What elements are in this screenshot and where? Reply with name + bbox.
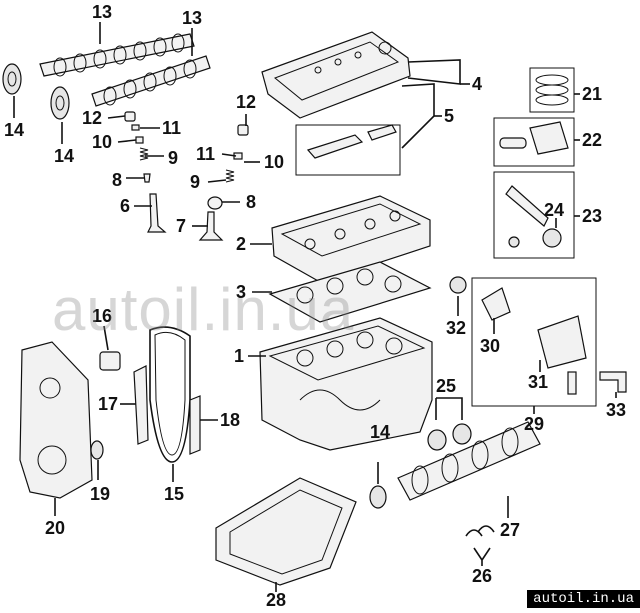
callout-13-left: 13 <box>92 2 112 22</box>
chain-guide-18 <box>189 395 201 455</box>
watermark-text: autoil.in.ua <box>52 276 354 343</box>
callout-17: 17 <box>98 394 118 414</box>
callout-32: 32 <box>446 318 466 338</box>
callout-29: 29 <box>524 414 544 434</box>
callout-8-right: 8 <box>246 192 256 212</box>
callout-3: 3 <box>236 282 246 302</box>
head-gasket <box>268 261 432 323</box>
cam-sprocket-1 <box>2 63 22 95</box>
piston <box>493 117 575 167</box>
callout-2: 2 <box>236 234 246 254</box>
callout-14-left: 14 <box>4 120 24 140</box>
connecting-rod <box>493 171 575 259</box>
footer-site-label: autoil.in.ua <box>527 590 640 608</box>
camshaft-exhaust <box>91 55 211 107</box>
callout-9-left: 9 <box>168 148 178 168</box>
callout-28: 28 <box>266 590 286 608</box>
callout-22: 22 <box>582 130 602 150</box>
oil-pipe <box>599 371 627 393</box>
callout-12-left: 12 <box>82 108 102 128</box>
cam-sprocket-2 <box>50 86 70 120</box>
callout-13-right: 13 <box>182 8 202 28</box>
callout-9-right: 9 <box>190 172 200 192</box>
callout-12-right: 12 <box>236 92 256 112</box>
callout-4: 4 <box>472 74 482 94</box>
callout-23: 23 <box>582 206 602 226</box>
valve-cover <box>261 31 411 119</box>
callout-10-left: 10 <box>92 132 112 152</box>
callout-1: 1 <box>234 346 244 366</box>
camshaft-intake <box>39 33 195 77</box>
callout-27: 27 <box>500 520 520 540</box>
cylinder-head <box>271 195 431 283</box>
crankshaft <box>397 421 541 501</box>
callout-6: 6 <box>120 196 130 216</box>
callout-5: 5 <box>444 106 454 126</box>
callout-11-left: 11 <box>162 118 181 138</box>
valvetrain-right <box>198 124 249 241</box>
timing-chain <box>149 326 191 463</box>
callout-11-right: 11 <box>196 144 215 164</box>
callout-18: 18 <box>220 410 240 430</box>
callout-10-right: 10 <box>264 152 284 172</box>
valve-cover-gaskets <box>295 124 401 176</box>
timing-cover <box>19 341 93 499</box>
thrust-washers <box>465 525 495 537</box>
callout-21: 21 <box>582 84 602 104</box>
callout-7: 7 <box>176 216 186 236</box>
callout-33: 33 <box>606 400 626 420</box>
callout-20: 20 <box>45 518 65 538</box>
callout-24: 24 <box>544 200 564 220</box>
callout-25: 25 <box>436 376 456 396</box>
front-seal <box>90 440 104 460</box>
chain-tensioner <box>99 351 121 371</box>
callout-8-left: 8 <box>112 170 122 190</box>
callout-26: 26 <box>472 566 492 586</box>
main-bearings <box>427 423 472 451</box>
callout-15: 15 <box>164 484 184 504</box>
oil-pump-box <box>449 276 597 407</box>
leader-lines <box>13 22 617 592</box>
oil-pan <box>215 477 357 586</box>
callout-16: 16 <box>92 306 112 326</box>
callout-19: 19 <box>90 484 110 504</box>
callout-31: 31 <box>528 372 548 392</box>
callout-labels: 13 13 14 14 14 12 12 11 11 10 10 9 9 8 8… <box>4 2 626 610</box>
crank-sprocket <box>369 485 387 509</box>
engine-block <box>259 317 433 451</box>
valvetrain-left <box>124 111 167 233</box>
chain-guide-17 <box>133 365 149 445</box>
callout-30: 30 <box>480 336 500 356</box>
callout-14-crank: 14 <box>370 422 390 442</box>
callout-14-mid: 14 <box>54 146 74 166</box>
piston-rings <box>529 67 575 113</box>
